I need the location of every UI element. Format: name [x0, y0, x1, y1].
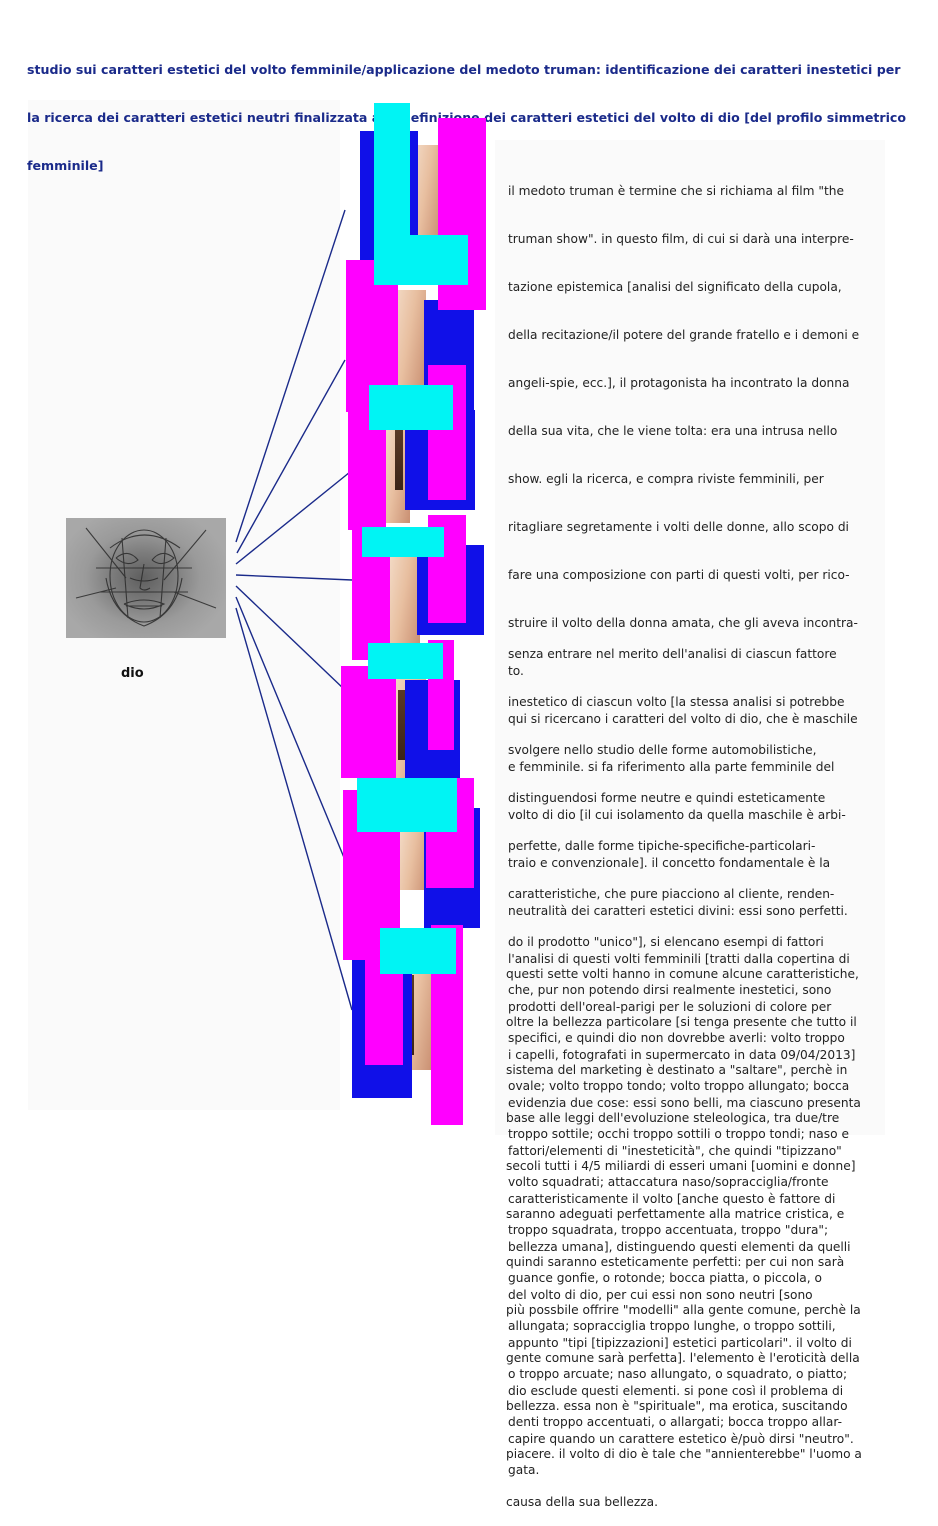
connector-line	[236, 359, 346, 554]
face-photo-4	[390, 556, 420, 646]
text-line: ovale; volto troppo tondo; volto troppo …	[508, 1079, 850, 1093]
connector-line	[235, 596, 346, 861]
text-line: più possbile offrire "modelli" alla gent…	[506, 1303, 861, 1317]
face-photo-6	[400, 830, 428, 890]
text-line: il medoto truman è termine che si richia…	[508, 184, 845, 198]
title-line: la ricerca dei caratteri estetici neutri…	[27, 110, 907, 125]
text-line: piacere. il volto di dio è tale che "ann…	[506, 1447, 862, 1461]
connector-line	[235, 607, 353, 1011]
cyan-block	[362, 527, 444, 557]
connector-line	[235, 574, 353, 581]
text-line: e femminile. si fa riferimento alla part…	[508, 760, 835, 774]
text-line: caratteristiche, che pure piacciono al c…	[508, 887, 835, 901]
text-line: angeli-spie, ecc.], il protagonista ha i…	[508, 376, 850, 390]
text-line: causa della sua bellezza.	[506, 1495, 658, 1509]
hair-detail	[395, 430, 403, 490]
hair-detail	[398, 690, 406, 760]
connector-line	[235, 585, 346, 691]
text-line: traio e convenzionale]. il concetto fond…	[508, 856, 831, 870]
face-photo-1	[415, 145, 440, 237]
text-line: show. egli la ricerca, e compra riviste …	[508, 472, 824, 486]
connector-line	[235, 209, 346, 543]
magenta-block	[348, 410, 386, 530]
text-line: volto squadrati; attaccatura naso/soprac…	[508, 1175, 829, 1189]
text-line: truman show". in questo film, di cui si …	[508, 232, 854, 246]
text-line: i capelli, fotografati in supermercato i…	[508, 1048, 856, 1062]
right-panel-background	[495, 140, 885, 1135]
page-title: studio sui caratteri estetici del volto …	[27, 30, 932, 190]
text-line: secoli tutti i 4/5 miliardi di esseri um…	[506, 1159, 856, 1173]
dio-caption: dio	[121, 666, 144, 681]
text-line: gente comune sarà perfetta]. l'elemento …	[506, 1351, 860, 1365]
text-line: to.	[508, 664, 524, 678]
cyan-block	[357, 778, 457, 832]
magenta-block	[341, 666, 396, 778]
text-line: inestetico di ciascun volto [la stessa a…	[508, 695, 845, 709]
text-line: specifici, e quindi dio non dovrebbe ave…	[508, 1031, 845, 1045]
face-sketch-icon	[75, 527, 217, 627]
text-line: ritagliare segretamente i volti delle do…	[508, 520, 849, 534]
text-line: troppo sottile; occhi troppo sottili o t…	[508, 1127, 849, 1141]
paragraph-seven-faces: questi sette volti hanno in comune alcun…	[506, 934, 878, 1526]
text-line: senza entrare nel merito dell'analisi di…	[508, 647, 837, 661]
text-line: quindi saranno esteticamente perfetti: p…	[506, 1255, 845, 1269]
text-line: prodotti dell'oreal-parigi per le soluzi…	[508, 1000, 832, 1014]
text-line: oltre la bellezza particolare [si tenga …	[506, 1015, 857, 1029]
connector-lines	[235, 209, 353, 1011]
text-line: tazione epistemica [analisi del signific…	[508, 280, 842, 294]
text-line: sistema del marketing è destinato a "sal…	[506, 1063, 848, 1077]
text-line: do il prodotto "unico"], si elencano ese…	[508, 935, 824, 949]
title-line: femminile]	[27, 158, 104, 173]
text-line: svolgere nello studio delle forme automo…	[508, 743, 817, 757]
text-line: distinguendosi forme neutre e quindi est…	[508, 791, 826, 805]
text-line: bellezza. essa non è "spirituale", ma er…	[506, 1399, 848, 1413]
text-line: della recitazione/il potere del grande f…	[508, 328, 860, 342]
text-line: struire il volto della donna amata, che …	[508, 616, 858, 630]
text-line: questi sette volti hanno in comune alcun…	[506, 967, 859, 981]
text-line: l'analisi di questi volti femminili [tra…	[508, 952, 850, 966]
dio-sketch-image	[66, 518, 226, 638]
cyan-block	[368, 643, 443, 679]
text-line: neutralità dei caratteri estetici divini…	[508, 904, 848, 918]
text-line: volto di dio [il cui isolamento da quell…	[508, 808, 846, 822]
text-line: della sua vita, che le viene tolta: era …	[508, 424, 838, 438]
text-line: qui si ricercano i caratteri del volto d…	[508, 712, 858, 726]
text-line: che, pur non potendo dirsi realmente ine…	[508, 983, 832, 997]
face-photo-2	[396, 290, 426, 385]
text-line: evidenzia due cose: essi sono belli, ma …	[508, 1096, 861, 1110]
cyan-block	[380, 928, 456, 974]
title-line: studio sui caratteri estetici del volto …	[27, 62, 901, 77]
cyan-block	[374, 103, 410, 243]
cyan-block	[374, 235, 468, 285]
text-line: fattori/elementi di "inesteticità", che …	[508, 1144, 842, 1158]
connector-line	[235, 471, 351, 565]
text-line: perfette, dalle forme tipiche-specifiche…	[508, 839, 816, 853]
text-line: fare una composizione con parti di quest…	[508, 568, 850, 582]
text-line: base alle leggi dell'evoluzione steleolo…	[506, 1111, 840, 1125]
cyan-block	[369, 385, 453, 430]
text-line: saranno adeguati perfettamente alla matr…	[506, 1207, 845, 1221]
